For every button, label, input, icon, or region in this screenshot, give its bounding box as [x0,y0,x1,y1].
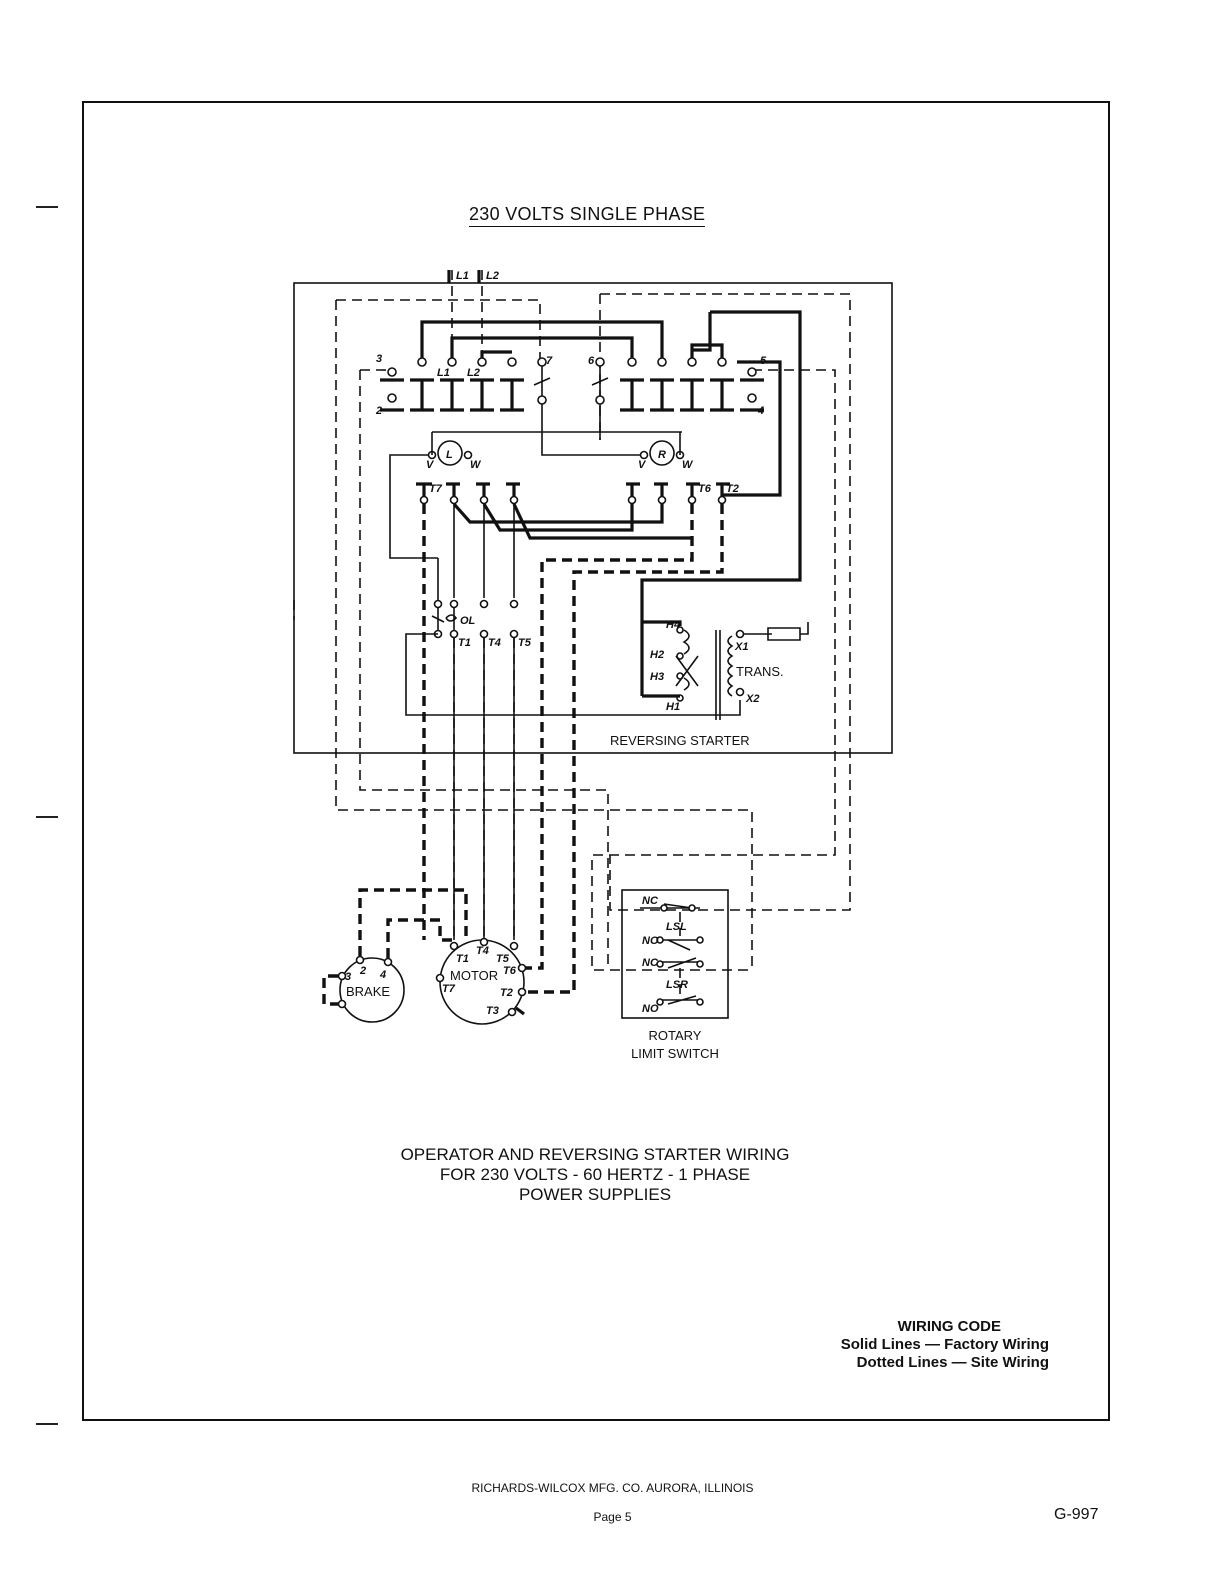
h2-label: H2 [650,649,664,661]
brake-2-label: 2 [359,965,366,977]
nc-label: NC [642,957,659,969]
drawing-frame [82,101,1110,1421]
caption-line: OPERATOR AND REVERSING STARTER WIRING [400,1145,790,1164]
diagram-caption: OPERATOR AND REVERSING STARTER WIRING FO… [330,1145,860,1205]
coil-w-label: W [470,459,482,471]
x1-label: X1 [734,641,748,653]
coil-l-label: L [446,449,453,461]
coil-v-label: V [426,459,435,471]
motor-t6-label: T6 [503,965,517,977]
ol-label: OL [460,615,476,627]
wiring-code-heading: WIRING CODE [897,1318,1001,1335]
binding-mark [36,206,58,208]
motor-feed [422,504,724,994]
motor-t7-label: T7 [442,983,456,995]
h4-label: H4 [666,619,680,631]
caption-line: FOR 230 VOLTS - 60 HERTZ - 1 PHASE [439,1165,751,1184]
limit-switch-label: ROTARY [649,1028,702,1043]
transformer: H4 H2 H3 H1 X1 X2 TRANS. [642,619,809,720]
motor-t1-label: T1 [456,953,469,965]
contact-6-label: 6 [588,355,595,367]
document-number: G-997 [1054,1506,1099,1523]
motor-t2-label: T2 [500,987,513,999]
binding-mark [36,1423,58,1425]
coil-r [649,440,675,466]
wiring-code-dotted: Dotted Lines — Site Wiring [856,1354,1049,1371]
terminal-3-label: 3 [376,353,382,365]
starter-label: REVERSING STARTER [610,733,750,748]
no-label: NO [642,1003,659,1015]
supply-lines: L1 L2 [447,270,499,360]
coils: L R V W V W [389,404,694,559]
ol-t4-label: T4 [488,637,501,649]
t7-label: T7 [429,483,443,495]
diagram-title: 230 VOLTS SINGLE PHASE [469,204,706,227]
starter-enclosure [293,282,893,754]
limit-switch-label: LIMIT SWITCH [631,1046,719,1061]
terminal-4-label: 4 [757,405,764,417]
l2-label: L2 [486,270,499,282]
t6-label: T6 [698,483,712,495]
x2-label: X2 [745,693,759,705]
ol-t1-label: T1 [458,637,471,649]
rotary-limit-switch: NC LSL NO NC LSR NO ROTARY LIMIT SWITCH [621,889,729,1061]
factory-wiring-top [420,310,802,696]
brake-label: BRAKE [346,984,390,999]
motor: MOTOR T1 T4 T5 T6 T7 T2 T3 [435,937,527,1025]
wiring-code-solid: Solid Lines — Factory Wiring [840,1336,1049,1353]
brake: BRAKE 3 2 4 [322,888,468,1023]
contact-l1-label: L1 [437,367,450,379]
t2-label: T2 [726,483,739,495]
contact-l2-label: L2 [467,367,480,379]
motor-label: MOTOR [450,968,498,983]
contact-row: 3 2 5 4 L1 L2 7 6 [375,353,767,417]
ol-t5-label: T5 [518,637,532,649]
footer-page-number: Page 5 [593,1510,632,1524]
binding-mark [36,816,58,818]
coil-l [437,440,463,466]
trans-label: TRANS. [736,664,784,679]
terminal-2-label: 2 [375,405,382,417]
lsl-label: LSL [666,921,687,933]
coil-v-label: V [638,459,647,471]
footer-company: RICHARDS-WILCOX MFG. CO. AURORA, ILLINOI… [471,1481,754,1495]
l1-label: L1 [456,270,469,282]
caption-line: POWER SUPPLIES [518,1185,672,1204]
motor-t3-label: T3 [486,1005,499,1017]
h3-label: H3 [650,671,664,683]
overload-block: OL T1 T4 T5 [405,504,741,716]
site-wiring [293,293,851,971]
nc-label: NC [642,895,659,907]
brake-3-label: 3 [345,971,351,983]
contact-7-label: 7 [546,355,553,367]
brake-4-label: 4 [379,969,386,981]
wiring-code-legend: WIRING CODE Solid Lines — Factory Wiring… [841,1318,1049,1372]
h1-label: H1 [666,701,680,713]
coil-r-label: R [658,449,666,461]
motor-t4-label: T4 [476,945,489,957]
load-contacts: T7 T6 T2 [416,482,739,540]
lsr-label: LSR [666,979,688,991]
motor-t5-label: T5 [496,953,510,965]
coil-w-label: W [682,459,694,471]
no-label: NO [642,935,659,947]
